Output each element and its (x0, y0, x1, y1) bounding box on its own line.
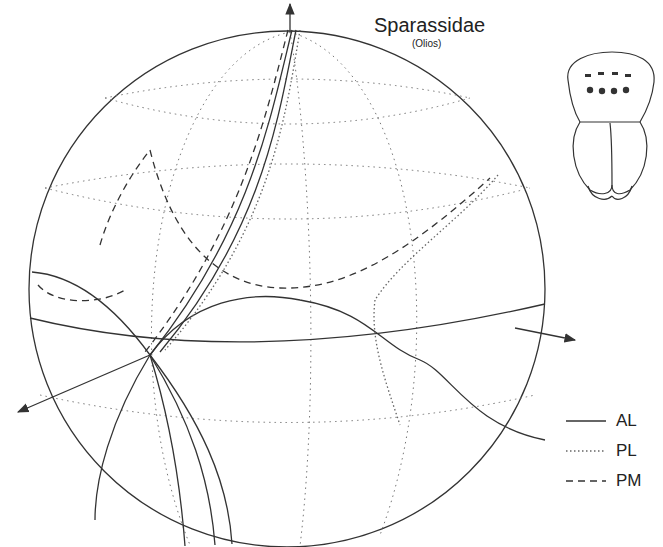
legend-line-sample (566, 480, 606, 481)
al-curves (32, 30, 545, 546)
genus-label: (Olios) (412, 38, 441, 49)
chelicera (612, 122, 647, 194)
meridian-line (290, 32, 417, 535)
axis-arrow (289, 4, 290, 32)
fang (612, 186, 632, 199)
legend-line-sample (566, 420, 606, 421)
carapace-outline (568, 52, 654, 122)
axis-arrow (18, 355, 150, 412)
pl-curves (165, 30, 498, 425)
latitude-line (45, 164, 530, 188)
meridian-line (151, 32, 290, 545)
pm-curves (38, 30, 490, 352)
legend-text: AL (616, 412, 637, 431)
chelicera (573, 122, 612, 194)
axis-arrow (515, 328, 575, 340)
latitude-line (105, 79, 470, 98)
legend-line-sample (566, 450, 606, 451)
sphere-outline (29, 31, 545, 547)
latitude-grid (40, 32, 535, 546)
spider-face-icon (568, 52, 654, 199)
legend-text: PM (616, 472, 642, 491)
eye-dots (585, 72, 631, 94)
fang (588, 186, 612, 199)
meridian-line (290, 32, 311, 546)
title: Sparassidae (374, 14, 485, 36)
latitude-line (45, 188, 530, 219)
latitude-line (40, 395, 535, 423)
legend-text: PL (616, 442, 637, 461)
great-circle (30, 304, 545, 342)
